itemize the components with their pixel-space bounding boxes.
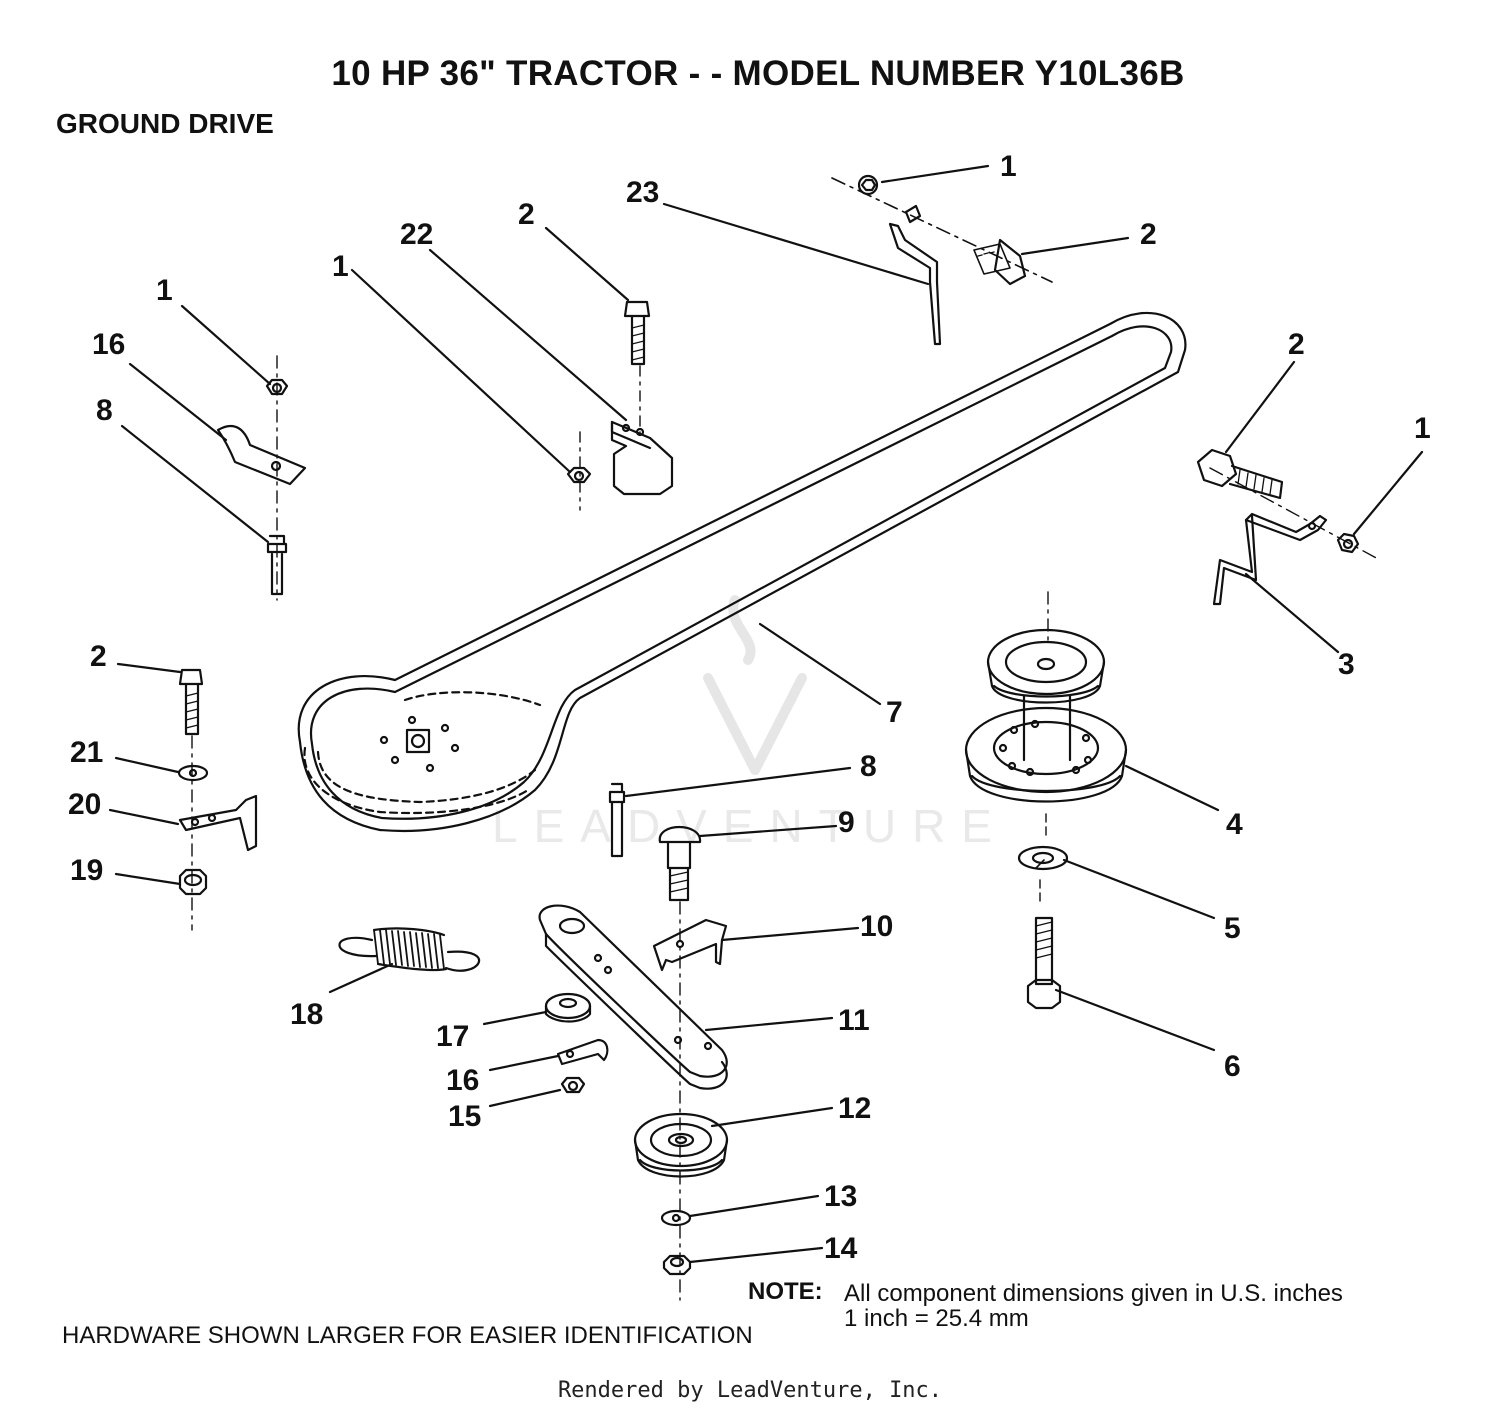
callout-8: 8 [860,750,877,783]
callout-15: 15 [448,1100,481,1133]
callout-19: 19 [70,854,103,887]
left-stud-assembly [216,355,307,601]
idler-pulley-assembly [633,1112,729,1276]
callout-2: 2 [1288,328,1305,361]
callout-4: 4 [1226,808,1243,841]
double-pulley-assembly [964,591,1128,1010]
callout-1: 1 [1000,150,1017,183]
callout-17: 17 [436,1020,469,1053]
watermark-text: LEADVENTURE [492,800,1008,852]
callout-13: 13 [824,1180,857,1213]
callout-16: 16 [446,1064,479,1097]
spring [338,927,481,972]
callout-10: 10 [860,910,893,943]
callout-18: 18 [290,998,323,1031]
callout-23: 23 [626,176,659,209]
footer-credit: Rendered by LeadVenture, Inc. [557,1378,943,1403]
callout-2: 2 [518,198,535,231]
callout-2: 2 [90,640,107,673]
section-title: GROUND DRIVE [56,108,274,139]
right-arm-assembly [1196,448,1381,606]
callout-2: 2 [1140,218,1157,251]
left-bracket-assembly [177,668,258,931]
callout-14: 14 [824,1232,858,1265]
callout-8: 8 [96,394,113,427]
watermark-logo [703,595,807,775]
callout-5: 5 [1224,912,1241,945]
callout-1: 1 [1414,412,1431,445]
callout-9: 9 [838,806,855,839]
callout-1: 1 [156,274,173,307]
center-hardware [608,782,702,1301]
belt-guide-22 [566,300,674,511]
callout-20: 20 [68,788,101,821]
callout-6: 6 [1224,1050,1241,1083]
drive-belt [297,311,1187,833]
callout-21: 21 [70,736,103,769]
callout-12: 12 [838,1092,871,1125]
callout-7: 7 [886,696,903,729]
callout-16: 16 [92,328,125,361]
callout-22: 22 [400,218,433,251]
callout-3: 3 [1338,648,1355,681]
note-label: NOTE: [748,1278,823,1305]
hardware-note: HARDWARE SHOWN LARGER FOR EASIER IDENTIF… [62,1322,753,1349]
callout-1: 1 [332,250,349,283]
note-line-1: All component dimensions given in U.S. i… [844,1280,1343,1307]
note-line-2: 1 inch = 25.4 mm [844,1305,1029,1332]
idler-arm-assembly [538,904,728,1094]
upper-belt-guide [831,174,1053,346]
callout-11: 11 [838,1004,870,1037]
callout-labels: 1 2 23 22 1 2 1 16 8 2 1 3 7 4 2 21 20 1… [68,150,1431,1265]
page-title: 10 HP 36" TRACTOR - - MODEL NUMBER Y10L3… [331,54,1185,93]
leader-lines [108,164,1424,1264]
